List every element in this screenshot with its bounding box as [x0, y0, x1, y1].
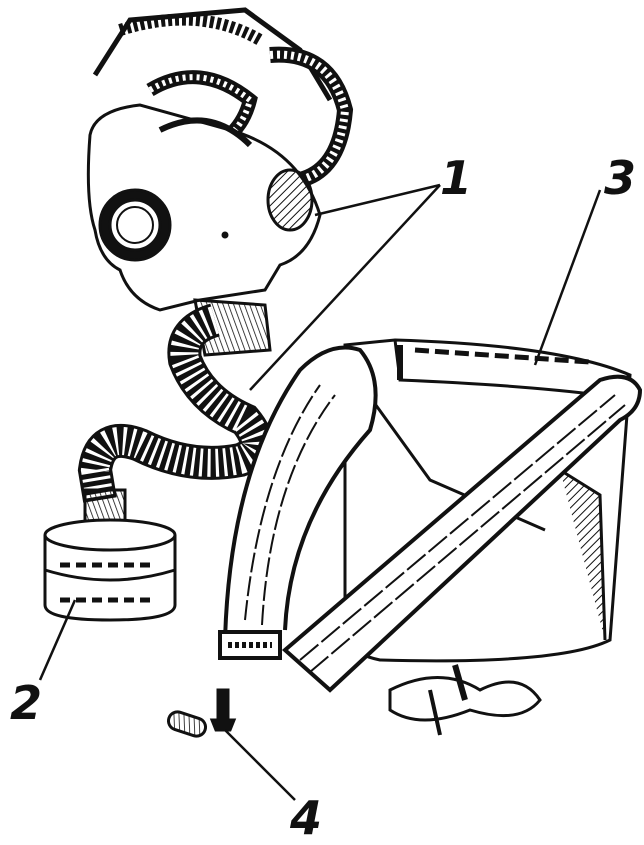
callout-label-4: 4: [290, 795, 322, 841]
spare-parts: [166, 690, 234, 738]
filter-canister: [45, 490, 175, 620]
callout-label-1: 1: [440, 155, 472, 201]
gas-mask-face-piece: [88, 10, 345, 355]
leader-line-3: [535, 190, 600, 365]
carrying-bag: [220, 340, 640, 735]
callout-label-2: 2: [10, 680, 42, 726]
leader-line-1a: [315, 185, 440, 215]
callout-label-3: 3: [604, 155, 636, 201]
leader-line-4: [225, 730, 295, 800]
